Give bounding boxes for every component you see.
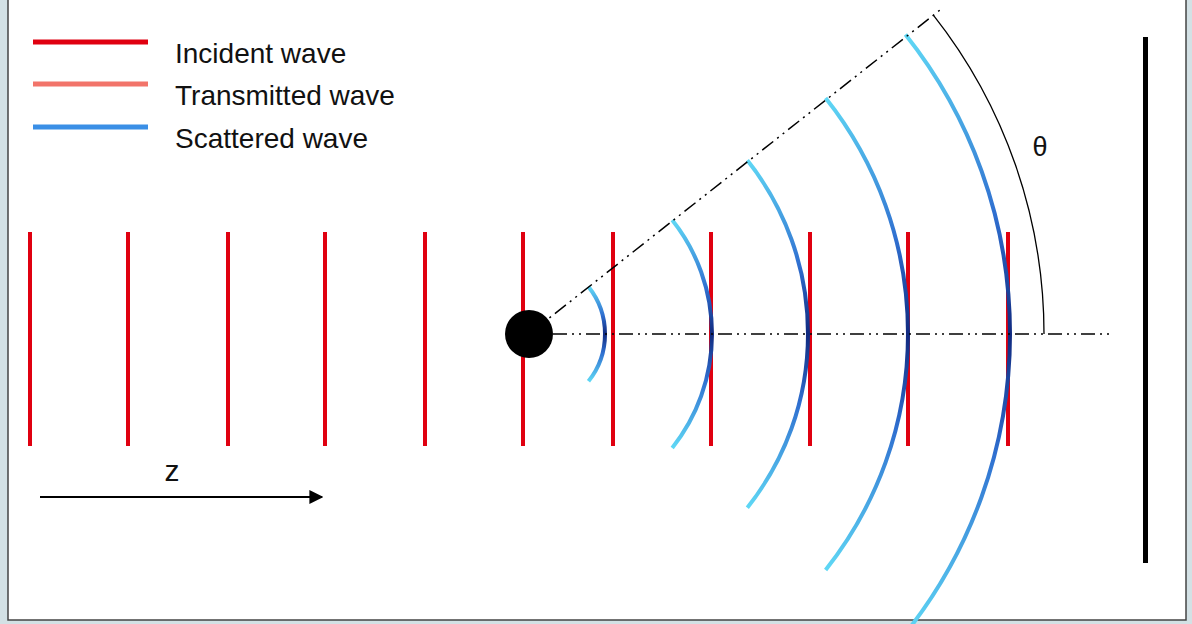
wavefront [611,232,615,446]
legend-label: Transmitted wave [175,81,395,112]
legend-samples [33,42,148,127]
incident-wavefronts [30,232,1008,446]
scatterer [505,310,553,358]
wavefront [28,232,32,446]
z-arrow [40,496,322,498]
wavefront [423,232,427,446]
angle-arc [933,15,1044,334]
wavefront [323,232,327,446]
legend-label: Scattered wave [175,124,368,155]
angle-label: θ [1032,133,1047,163]
axis-line [553,333,1112,335]
legend-swatch [33,82,148,87]
scatter-direction-line [529,10,940,334]
legend-swatch [33,125,148,130]
wavefront [226,232,230,446]
scattered-wavefronts [588,35,1010,624]
scattered-wavefront [905,35,1010,624]
legend-label: Incident wave [175,39,346,70]
axis-label: z [165,454,180,487]
legend-swatch [33,40,148,45]
detector-screen [1143,37,1148,563]
wavefront [126,232,130,446]
